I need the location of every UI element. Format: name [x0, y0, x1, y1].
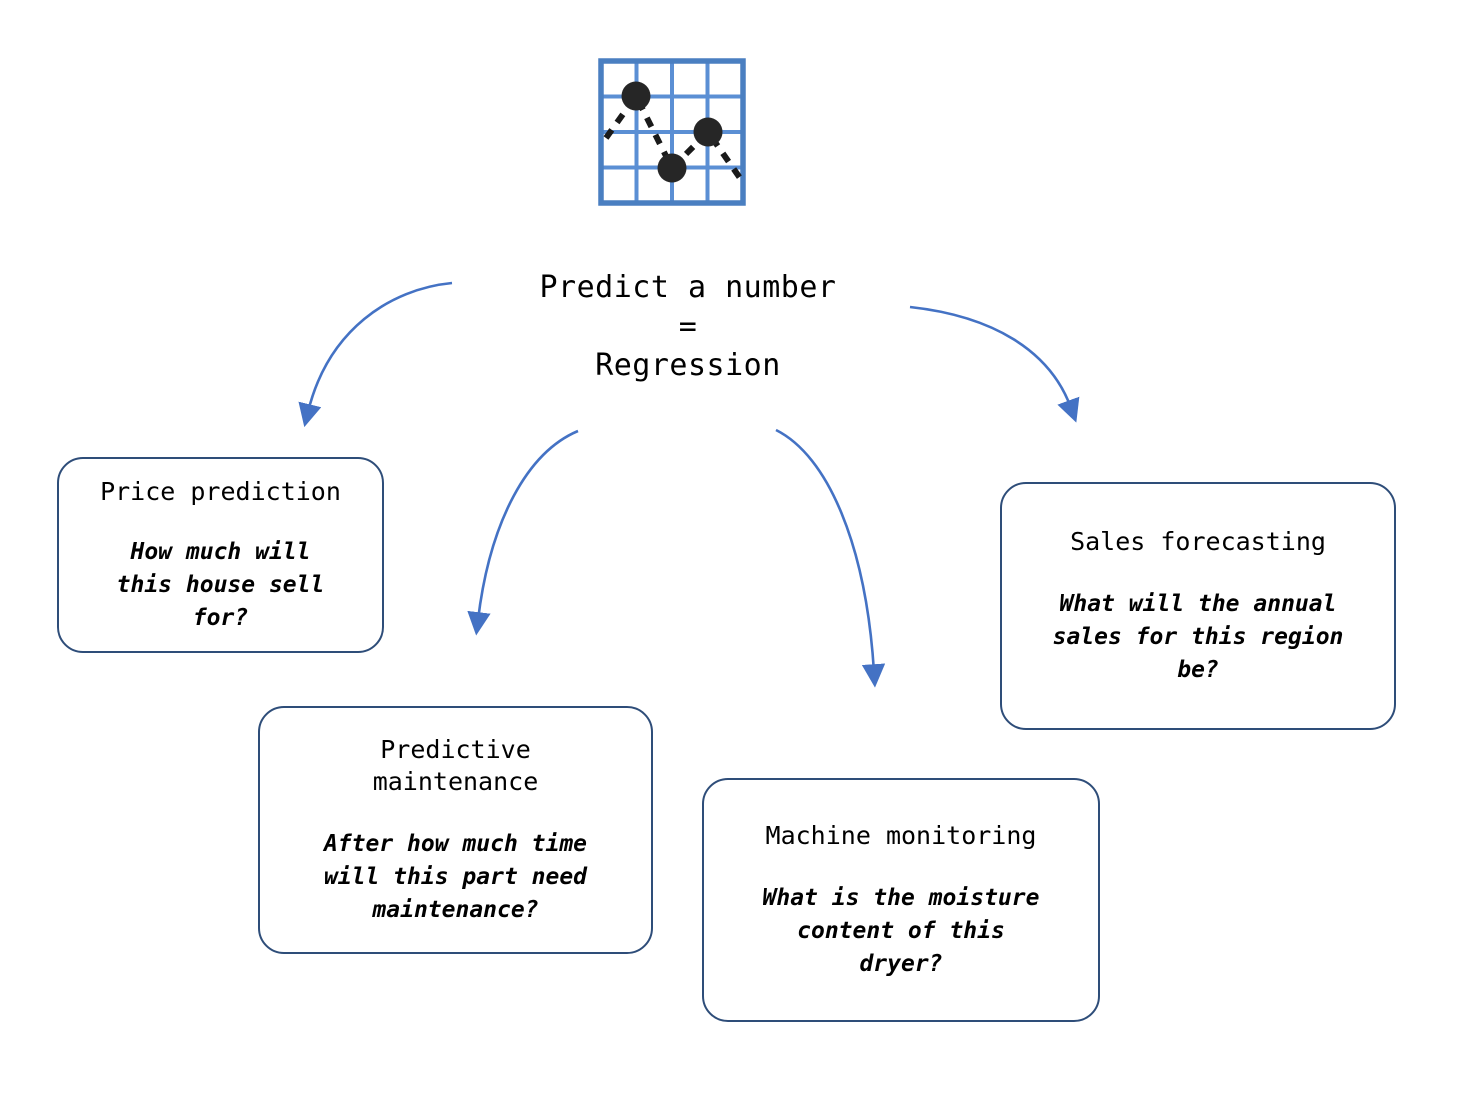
example-box-predictive-maintenance[interactable]: Predictive maintenance After how much ti…	[258, 706, 653, 954]
box-title-predictive-maintenance: Predictive maintenance	[372, 734, 539, 796]
example-box-sales-forecasting[interactable]: Sales forecasting What will the annual s…	[1000, 482, 1396, 730]
arrow-to-predictive-maintenance	[467, 429, 579, 636]
box-title-machine-monitoring: Machine monitoring	[765, 820, 1037, 850]
box-question-sales-forecasting: What will the annual sales for this regi…	[1052, 590, 1344, 683]
box-question-price-prediction: How much will this house sell for?	[116, 538, 325, 631]
box-question-predictive-maintenance: After how much time will this part need …	[323, 830, 588, 923]
arrow-to-price-prediction	[298, 281, 453, 428]
box-title-price-prediction: Price prediction	[100, 476, 341, 506]
arrow-to-machine-monitoring	[775, 428, 886, 688]
example-box-machine-monitoring[interactable]: Machine monitoring What is the moisture …	[702, 778, 1100, 1022]
example-box-price-prediction[interactable]: Price prediction How much will this hous…	[57, 457, 384, 653]
box-question-machine-monitoring: What is the moisture content of this dry…	[762, 884, 1040, 977]
box-title-sales-forecasting: Sales forecasting	[1070, 526, 1326, 556]
regression-scatter-grid-icon	[598, 58, 746, 206]
central-title: Predict a number = Regression	[539, 270, 837, 383]
